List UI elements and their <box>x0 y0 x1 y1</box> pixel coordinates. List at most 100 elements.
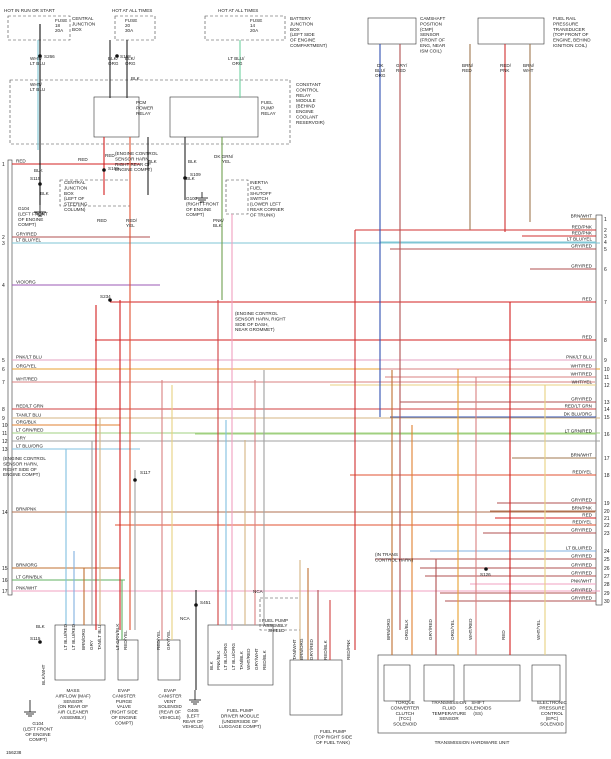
bottom-wire-label-8: RED/YEL <box>156 630 161 650</box>
wire-label-5: ORG <box>125 61 136 66</box>
epc-solenoid-line-1: PRESSURE <box>539 705 564 710</box>
fuel-pump-relay-line-0: FUEL <box>261 100 273 105</box>
bottom-wire-label-7: RED/YEL <box>123 630 128 650</box>
wire-label-37: NCA <box>180 616 191 621</box>
right-wire-label-11: WHT/RED <box>571 372 593 377</box>
wire-label-9: LT BLU <box>30 87 45 92</box>
central-junction-box-2-line-3: (LEFT OF <box>64 196 85 201</box>
tft-sensor-line-1: FLUID <box>442 705 456 710</box>
right-wire-label-4: LT BLU/YEL <box>567 237 593 242</box>
engine-control-harn-1-line-1: SENSOR HARN, <box>115 156 150 161</box>
engine-control-harn-2-line-2: SIDE OF DASH, <box>235 322 269 327</box>
evap-canister-vent-line-3: SOLENOID <box>158 704 182 709</box>
camshaft-sensor-line-4: (FRONT OF <box>420 38 445 43</box>
fuel-pump-driver-line-1: DRIVER MODULE <box>221 713 259 718</box>
constant-control-relay-module-line-1: CONTROL <box>296 87 319 92</box>
bottom-wire-label-27: WHT/RED <box>468 618 473 640</box>
right-wire-num-8: 8 <box>604 338 607 344</box>
central-junction-box-line-0: CENTRAL <box>72 16 94 21</box>
right-wire-num-14: 14 <box>604 407 610 413</box>
constant-control-relay-module-line-5: ENGINE <box>296 109 314 114</box>
right-wire-num-22: 22 <box>604 523 610 529</box>
bottom-wire-label-20: RED/BLK <box>323 639 328 660</box>
wire-label-23: PNK/ <box>213 218 224 223</box>
splice-dot-9 <box>38 640 42 644</box>
wire-label-25: DK <box>377 63 384 68</box>
in-trans-harn-line-1: CONTROL HARN) <box>375 557 414 562</box>
bottom-wire-label-10: BLK <box>209 660 214 670</box>
splice-label-0: S266 <box>44 54 55 59</box>
left-wire-label-10: ORG/BLK <box>16 420 37 425</box>
splice-label-7: S126 <box>480 572 491 577</box>
evap-canister-vent-line-2: VENT <box>164 699 176 704</box>
left-wire-num-11: 11 <box>2 431 7 437</box>
g104-bottom-line-1: (LEFT FRONT <box>23 726 53 731</box>
fuel-pressure-transducer-line-5: IGNITION COIL) <box>553 43 587 48</box>
right-wire-label-25: GRY/RED <box>571 554 593 559</box>
wire-label-10: BLK <box>131 76 141 81</box>
right-wire-label-6: GRY/RED <box>571 264 593 269</box>
inertia-switch-line-0: INERTIA <box>250 180 269 185</box>
central-junction-box-line-2: BOX <box>72 27 82 32</box>
inertia-switch-line-5: REAR CORNER <box>250 207 285 212</box>
wire-label-15: BLK <box>148 159 158 164</box>
evap-canister-vent-line-0: EVAP <box>164 688 176 693</box>
right-wire-num-9: 9 <box>604 358 607 364</box>
right-wire-num-11: 11 <box>604 375 609 381</box>
engine-control-harn-1-line-3: ENGINE COMPT) <box>115 167 152 172</box>
right-wire-num-20: 20 <box>604 509 610 515</box>
tcc-solenoid-line-0: TORQUE <box>395 700 415 705</box>
engine-control-harn-1-line-2: RIGHT REAR OF <box>115 162 151 167</box>
central-junction-box-2-line-2: BOX <box>64 191 74 196</box>
constant-control-relay-module-line-2: RELAY <box>296 93 311 98</box>
left-wire-label-7: WHT/RED <box>16 377 38 382</box>
right-wire-label-22: RED/YEL <box>572 520 592 525</box>
epc-solenoid-line-2: CONTROL <box>541 711 564 716</box>
wire-label-26: BLU/ <box>375 68 386 73</box>
bottom-wire-label-26: ORG/YEL <box>450 619 455 640</box>
shift-solenoids-line-2: (SS) <box>473 711 483 716</box>
engine-control-harn-3-line-3: ENGINE COMPT) <box>3 472 40 477</box>
bottom-wire-label-19: BRN/ORG <box>299 638 304 660</box>
bottom-wire-label-16: GRY/WHT <box>254 648 259 670</box>
left-wire-label-1: RED <box>16 159 26 164</box>
tcc-solenoid-line-4: SOLENOID <box>393 722 417 727</box>
bottom-wire-label-13: LT BLU/ORG <box>231 643 236 670</box>
left-wire-label-5: PNK/LT BLU <box>16 355 42 360</box>
fuel-pump-line-0: FUEL PUMP <box>320 729 346 734</box>
shift-solenoids-line-1: SOLENOIDS <box>465 705 492 710</box>
wire-label-34: BRN/ <box>523 63 535 68</box>
left-wire-num-2: 2 <box>2 235 5 241</box>
fuel-pump-line-1: (TOP RIGHT SIDE <box>314 734 352 739</box>
battery-junction-box-line-4: OF ENGINE <box>290 38 315 43</box>
central-junction-box-line-1: JUNCTION <box>72 21 95 26</box>
right-wire-num-4: 4 <box>604 240 607 246</box>
g405-line-1: (LEFT <box>187 713 200 718</box>
fuse-num-0: 18 <box>55 23 61 28</box>
inertia-switch-line-3: SWITCH <box>250 196 268 201</box>
tcc-solenoid-line-2: CLUTCH <box>396 711 415 716</box>
splice-label-3: S115 <box>30 176 41 181</box>
wire-label-18: DK GRN/ <box>214 154 234 159</box>
left-wire-label-17: PNK/WHT <box>16 586 37 591</box>
battery-junction-box-line-1: JUNCTION <box>290 21 313 26</box>
fuel-pressure-transducer-line-3: (TOP FRONT OF <box>553 32 589 37</box>
top-label-1: HOT AT ALL TIMES <box>112 8 152 13</box>
splice-label-9: S115 <box>30 636 41 641</box>
wire-label-41: SHIELD <box>268 628 285 633</box>
epc-solenoid-line-3: (EPC) <box>546 716 559 721</box>
evap-canister-purge-line-6: COMPT) <box>115 720 134 725</box>
fuse-label-0: FUSE <box>55 18 67 23</box>
left-wire-label-15: BRN/ORG <box>16 563 38 568</box>
top-label-2: HOT AT ALL TIMES <box>218 8 258 13</box>
fuel-pump-line-2: OF FUEL TANK) <box>316 740 350 745</box>
right-wire-num-16: 16 <box>604 432 610 438</box>
maf-sensor-line-4: AIR CLEANER <box>58 710 89 715</box>
tcc-solenoid-line-3: (TCC) <box>399 716 412 721</box>
right-wire-label-24: LT BLU/RED <box>566 546 593 551</box>
central-junction-box-2-line-5: COLUMN) <box>64 207 86 212</box>
maf-sensor-line-0: MASS <box>66 688 79 693</box>
left-wire-label-2: GRY/RED <box>16 232 38 237</box>
wire-label-31: RED <box>462 68 472 73</box>
